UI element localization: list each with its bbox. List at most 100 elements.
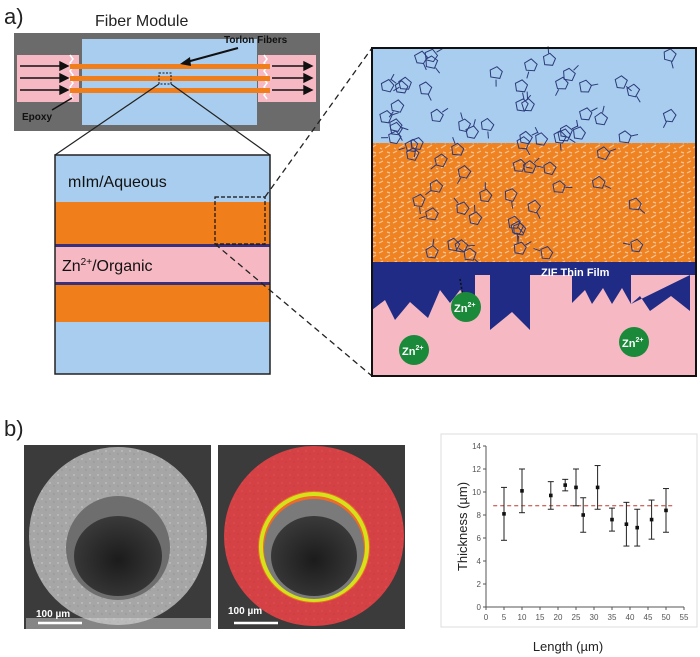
mim-molecule — [389, 121, 403, 136]
mim-methyl — [390, 78, 397, 84]
epoxy-label: Epoxy — [22, 112, 52, 123]
data-point — [549, 493, 553, 498]
mim-methyl — [425, 190, 432, 196]
data-point — [595, 485, 600, 490]
mim-molecule — [480, 117, 495, 132]
mim-molecule — [425, 245, 439, 259]
mim-methyl — [418, 215, 426, 220]
mim-methyl — [591, 107, 598, 112]
mim-methyl — [453, 197, 459, 204]
zn-ion-2: Zn2+ — [399, 335, 429, 365]
mim-methyl — [460, 112, 463, 120]
mim-methyl — [422, 63, 427, 71]
mim-methyl — [569, 138, 576, 144]
mim-methyl — [517, 235, 520, 243]
mim-molecule — [512, 158, 526, 172]
mim-methyl — [531, 131, 539, 136]
mim-molecule — [479, 188, 493, 203]
mim-methyl — [526, 71, 530, 79]
mim-molecule — [419, 81, 433, 95]
data-point — [581, 513, 585, 517]
mim-methyl — [555, 89, 560, 96]
mim-molecule — [555, 76, 569, 90]
mim-molecule — [504, 188, 518, 202]
y-tick-label: 6 — [477, 534, 482, 543]
mim-molecule — [519, 130, 533, 145]
mim-methyl — [525, 241, 532, 246]
zif-film-label: ZIF Thin Film — [541, 267, 610, 279]
y-tick-label: 8 — [477, 511, 482, 520]
mim-methyl — [398, 147, 406, 151]
mim-molecule — [542, 52, 557, 66]
x-tick-label: 40 — [626, 613, 635, 622]
mim-methyl — [410, 140, 413, 148]
svg-text:Zn2+: Zn2+ — [402, 345, 423, 358]
mim-methyl — [525, 94, 532, 101]
svg-text:Zn2+: Zn2+ — [622, 337, 643, 350]
mim-methyl — [487, 131, 489, 139]
mim-molecule — [563, 67, 576, 82]
mim-molecule — [618, 130, 632, 144]
mim-methyl — [419, 207, 421, 215]
y-axis-label: Thickness (µm) — [455, 482, 470, 571]
mim-molecule — [552, 180, 566, 193]
mim-methyl — [458, 247, 465, 253]
mim-molecule — [521, 98, 535, 112]
data-point — [635, 525, 639, 530]
mim-methyl — [609, 148, 617, 152]
panel-b-label: b) — [4, 416, 24, 441]
mim-methyl — [573, 64, 579, 71]
chart-frame — [440, 433, 698, 628]
mim-methyl — [559, 143, 562, 151]
y-tick-label: 14 — [472, 442, 481, 451]
mim-molecule — [663, 48, 677, 62]
mim-methyl — [427, 94, 432, 101]
mim-methyl — [670, 61, 674, 69]
mim-molecule — [540, 246, 554, 260]
zif-film — [372, 262, 697, 330]
mim-molecule — [458, 118, 472, 133]
mim-molecule — [527, 199, 542, 214]
mim-methyl — [533, 157, 540, 164]
mim-methyl — [533, 247, 541, 252]
torlon-fibers-label: Torlon Fibers — [224, 35, 288, 46]
mim-molecule — [457, 164, 472, 179]
mim-methyl — [625, 86, 632, 92]
mim-methyl — [631, 133, 639, 137]
mim-methyl — [522, 92, 525, 100]
mim-molecules — [379, 46, 677, 265]
mim-molecule — [389, 118, 403, 132]
mim-methyl — [473, 119, 476, 127]
zoom-detail — [371, 46, 697, 377]
mim-methyl — [636, 95, 641, 103]
mim-molecule — [559, 124, 574, 139]
mim-molecule — [463, 247, 477, 261]
y-tick-label: 0 — [477, 603, 482, 612]
panel-a-label: a) — [4, 4, 24, 29]
x-tick-label: 10 — [518, 613, 527, 622]
mim-molecule — [515, 98, 529, 112]
fiber-3 — [70, 88, 270, 93]
mim-methyl — [525, 166, 533, 169]
mim-molecule — [543, 161, 557, 176]
x-tick-label: 30 — [590, 613, 599, 622]
mim-molecule — [468, 211, 483, 226]
mim-molecule — [591, 175, 606, 189]
mim-molecule — [404, 138, 419, 152]
mim-methyl — [639, 208, 646, 214]
mim-molecule — [553, 130, 567, 144]
mim-methyl — [452, 136, 456, 144]
fiber-module — [14, 33, 320, 131]
y-tick-label: 4 — [477, 557, 482, 566]
mim-molecule — [514, 79, 529, 93]
x-tick-label: 45 — [644, 613, 653, 622]
mim-molecule — [394, 80, 409, 94]
x-tick-label: 5 — [502, 613, 507, 622]
mim-molecule — [425, 207, 439, 221]
x-tick-label: 20 — [554, 613, 563, 622]
cross-section — [54, 154, 271, 375]
data-point — [563, 483, 567, 487]
mim-molecule — [579, 79, 592, 93]
mim-methyl — [525, 148, 531, 156]
data-point — [624, 522, 629, 526]
